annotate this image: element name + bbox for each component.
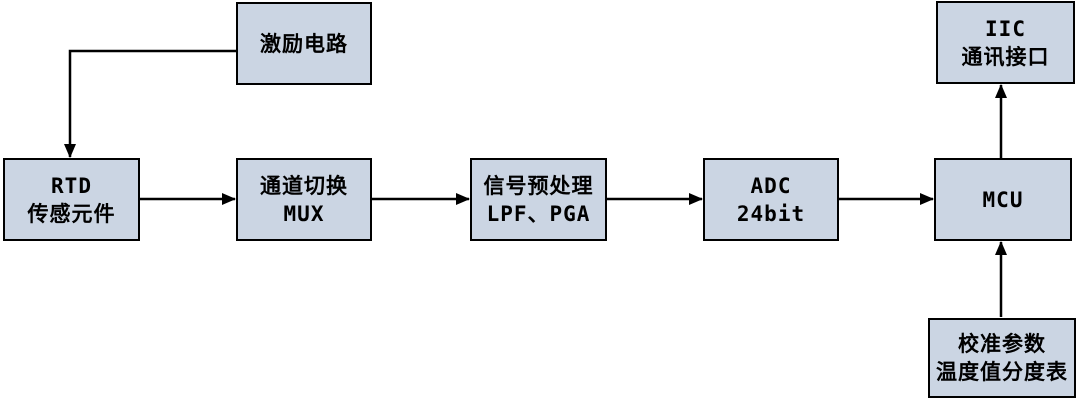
block-iic-interface: IIC 通讯接口 [936,1,1075,84]
edge-excitation-to-rtd [64,49,236,158]
block-label: RTD [51,173,92,198]
block-mcu: MCU [934,158,1072,241]
block-rtd-sensor: RTD 传感元件 [3,158,140,241]
block-calibration-table: 校准参数 温度值分度表 [928,318,1076,398]
block-label: 激励电路 [260,31,348,56]
block-label: 通讯接口 [961,44,1050,69]
block-label: 温度值分度表 [936,360,1068,384]
block-label: 传感元件 [27,201,116,226]
block-label: 通道切换 [260,173,348,198]
block-label: LPF、PGA [486,201,591,226]
block-label: 校准参数 [958,332,1046,356]
block-adc: ADC 24bit [703,158,839,241]
block-label: IIC [985,16,1026,41]
block-channel-mux: 通道切换 MUX [236,158,372,241]
block-excitation-circuit: 激励电路 [236,2,372,85]
block-label: MUX [283,201,325,226]
block-label: ADC [750,173,792,198]
block-signal-preprocess: 信号预处理 LPF、PGA [470,158,607,241]
block-label: MCU [982,187,1024,212]
block-label: 信号预处理 [483,173,594,198]
block-label: 24bit [736,201,806,226]
